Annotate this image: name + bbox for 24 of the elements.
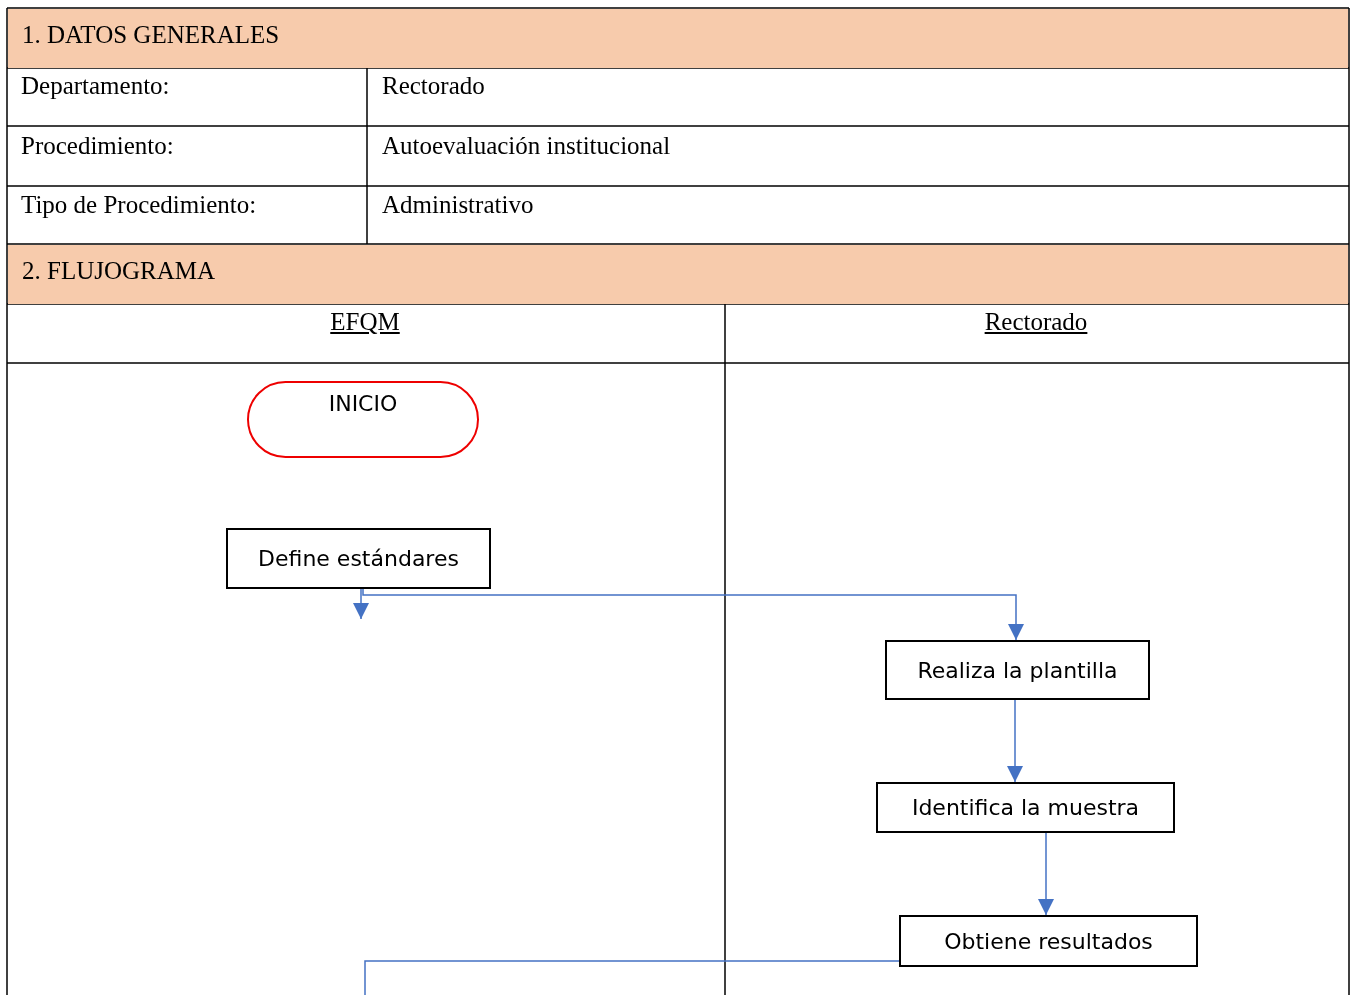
field-value: Autoevaluación institucional	[382, 132, 671, 160]
field-label: Tipo de Procedimiento:	[21, 191, 257, 219]
terminator-shape	[247, 381, 479, 458]
field-label: Departamento:	[21, 72, 170, 100]
lane-heading: EFQM	[330, 308, 400, 336]
arrow	[1038, 832, 1054, 916]
field-value: Rectorado	[382, 72, 485, 100]
process-box	[226, 528, 491, 589]
lane-heading: Rectorado	[984, 308, 1088, 336]
arrow	[353, 588, 369, 620]
node-text: Obtiene resultados	[944, 928, 1153, 954]
arrow	[362, 588, 1024, 641]
node-text: Realiza la plantilla	[917, 657, 1118, 683]
section-header: 1. DATOS GENERALES	[8, 9, 1348, 68]
node-text: INICIO	[328, 391, 398, 416]
field-value: Administrativo	[382, 191, 534, 219]
arrow	[1007, 699, 1023, 783]
node-text: Define estándares	[258, 546, 459, 571]
process-box	[876, 782, 1175, 833]
process-box	[885, 640, 1150, 700]
node-text: Identifica la muestra	[911, 795, 1140, 820]
field-label: Procedimiento:	[21, 132, 174, 160]
process-box	[899, 915, 1198, 967]
section-header: 2. FLUJOGRAMA	[8, 245, 1348, 304]
